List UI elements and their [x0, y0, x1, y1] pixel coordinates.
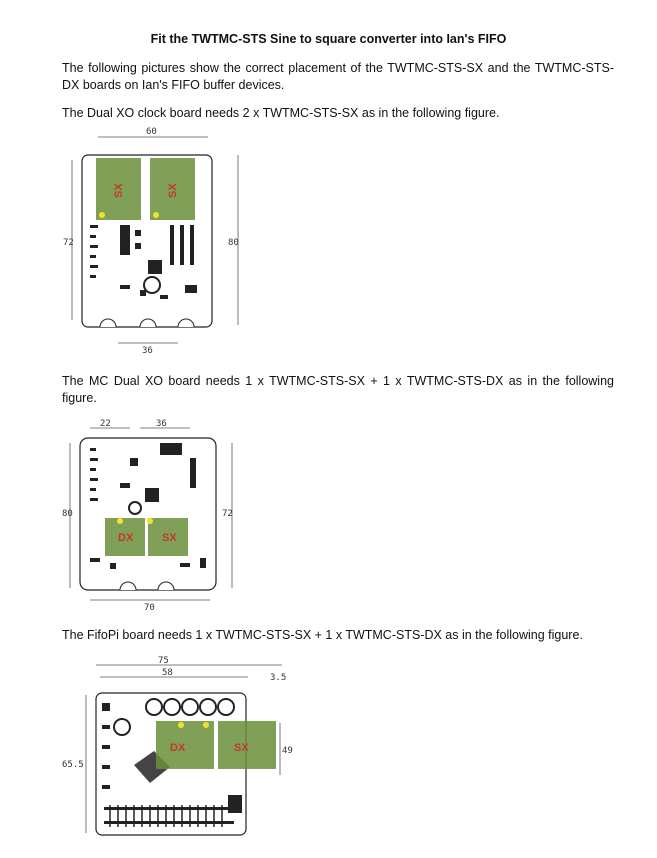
dim-bottom: 70 — [144, 603, 155, 613]
dim-top-a: 22 — [100, 419, 111, 429]
dim-top-b: 58 — [162, 668, 173, 678]
module-sx — [218, 721, 276, 769]
dim-top: 60 — [146, 127, 157, 137]
module-sx-right — [150, 158, 195, 220]
figure-dual-xo-board: 60 72 80 36 SX SX — [60, 125, 250, 355]
dim-right: 49 — [282, 746, 293, 756]
dim-right: 80 — [228, 238, 239, 248]
pin1-marker — [99, 212, 105, 218]
dim-right: 72 — [222, 509, 233, 519]
pin1-marker — [203, 722, 209, 728]
module-label-1: SX — [113, 183, 125, 198]
module-dx — [105, 518, 145, 556]
dim-left: 65.5 — [62, 760, 84, 770]
dim-bottom: 36 — [142, 346, 153, 355]
dim-top-right: 3.5 — [270, 673, 286, 683]
pin1-marker — [147, 518, 153, 524]
module-label-2: SX — [167, 183, 179, 198]
pin1-marker — [178, 722, 184, 728]
gpio-header — [104, 807, 234, 824]
dim-top-b: 36 — [156, 419, 167, 429]
pin1-marker — [153, 212, 159, 218]
module-dx — [156, 721, 214, 769]
module-sx — [148, 518, 188, 556]
module-label-1: DX — [118, 532, 134, 544]
dim-left: 72 — [63, 238, 74, 248]
module-label-1: DX — [170, 742, 186, 754]
section-dual-xo-text: The Dual XO clock board needs 2 x TWTMC-… — [62, 106, 500, 120]
section-mc-dual-xo-text: The MC Dual XO board needs 1 x TWTMC-STS… — [62, 374, 614, 405]
module-label-2: SX — [234, 742, 249, 754]
section-fifopi-text: The FifoPi board needs 1 x TWTMC-STS-SX … — [62, 628, 583, 642]
intro-paragraph: The following pictures show the correct … — [62, 61, 614, 92]
figure-fifopi-board: 75 58 3.5 65.5 49 — [58, 655, 308, 840]
module-sx-left — [96, 158, 141, 220]
page-title: Fit the TWTMC-STS Sine to square convert… — [150, 32, 507, 46]
dim-top-a: 75 — [158, 656, 169, 666]
figure-mc-dual-xo-board: 22 36 80 72 70 DX SX — [60, 418, 250, 618]
module-label-2: SX — [162, 532, 177, 544]
pin1-marker — [117, 518, 123, 524]
dim-left: 80 — [62, 509, 73, 519]
